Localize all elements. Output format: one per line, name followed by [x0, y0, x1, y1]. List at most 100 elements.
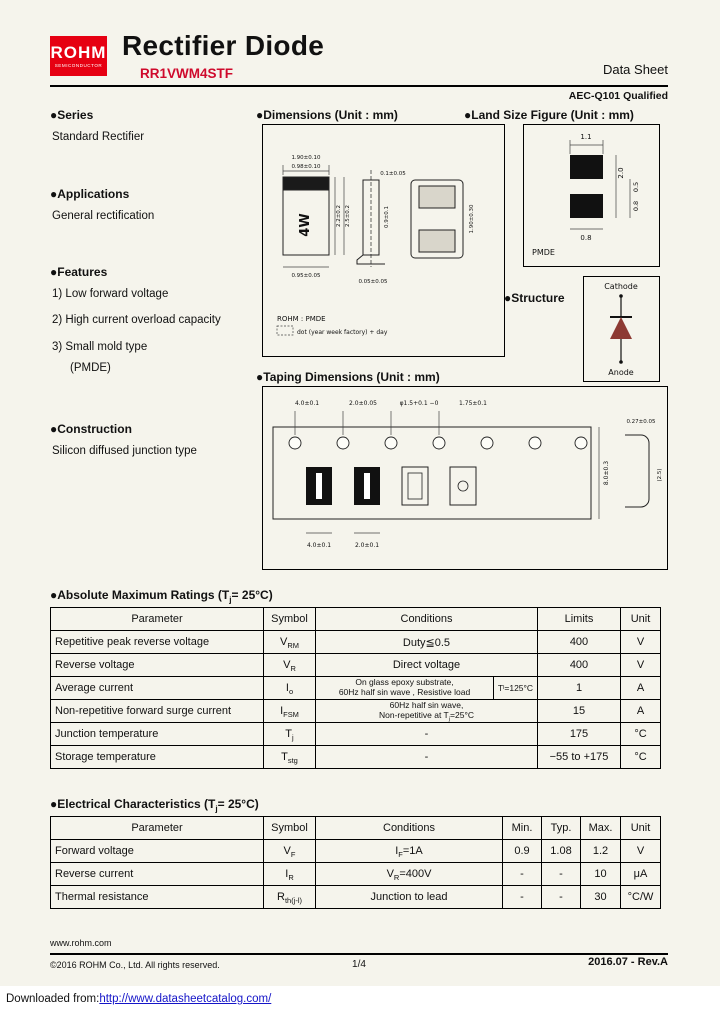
dimension-lines — [569, 140, 631, 230]
conditions-cell: On glass epoxy substrate,60Hz half sin w… — [315, 676, 538, 700]
param-cell: Junction temperature — [50, 722, 264, 746]
component-cavities — [306, 466, 477, 506]
dim-label: φ1.5+0.1 −0 — [400, 400, 439, 407]
dim-label: 4.0±0.1 — [307, 542, 331, 549]
rohm-logo: ROHM SEMICONDUCTOR — [50, 36, 107, 76]
dim-label: 2.0±0.05 — [349, 400, 377, 407]
max-cell: 1.2 — [580, 839, 621, 863]
conditions-cell: - — [315, 722, 538, 746]
unit-cell: °C — [620, 722, 661, 746]
dim-label: (2.5) — [657, 468, 663, 481]
column-header: Parameter — [50, 607, 264, 631]
symbol-cell: Tj — [263, 722, 316, 746]
dim-label: 0.05±0.05 — [358, 279, 388, 285]
land-size-heading: ●Land Size Figure (Unit : mm) — [464, 108, 634, 122]
conditions-cell: Direct voltage — [315, 653, 538, 677]
min-cell: - — [502, 862, 542, 886]
taping-figure-box: 4.0±0.1 2.0±0.05 φ1.5+0.1 −0 1.75±0.1 8.… — [262, 386, 668, 570]
column-header: Unit — [620, 816, 661, 840]
package-name-label: PMDE — [532, 248, 555, 257]
datasheetcatalog-link[interactable]: http://www.datasheetcatalog.com/ — [99, 993, 272, 1005]
side-view — [356, 170, 385, 267]
param-cell: Reverse current — [50, 862, 264, 886]
limit-cell: 400 — [537, 630, 621, 654]
dim-label: 8.0±0.3 — [603, 461, 610, 485]
dim-label: 2.0 — [617, 167, 625, 178]
dimension-lines — [282, 165, 345, 268]
symbol-cell: Io — [263, 676, 316, 700]
feature-item: (PMDE) — [70, 362, 111, 374]
dim-label: 1.90±0.30 — [469, 204, 475, 234]
part-number: RR1VWM4STF — [140, 66, 234, 81]
column-header: Min. — [502, 816, 542, 840]
unit-cell: μA — [620, 862, 661, 886]
unit-cell: V — [620, 839, 661, 863]
column-header: Max. — [580, 816, 621, 840]
sprocket-holes — [288, 436, 588, 450]
structure-heading: ●Structure — [504, 291, 565, 305]
rohm-logo-text: ROHM — [50, 43, 107, 62]
symbol-cell: VR — [263, 653, 316, 677]
conditions-cell: 60Hz half sin wave,Non-repetitive at Tj=… — [315, 699, 538, 723]
revision-text: 2016.07 - Rev.A — [588, 956, 668, 968]
conditions-cell: Duty≦0.5 — [315, 630, 538, 654]
conditions-cell: Junction to lead — [315, 885, 503, 909]
dim-label: 1.1 — [580, 133, 591, 141]
feature-item: 1) Low forward voltage — [52, 288, 169, 300]
dim-label: 1.90±0.10 — [291, 155, 321, 161]
land-pattern-drawing: 1.1 2.0 0.5 0.8 0.8 PMDE — [532, 133, 640, 257]
anode-label: Anode — [608, 368, 634, 377]
column-header: Symbol — [263, 816, 316, 840]
abs-max-heading: ●Absolute Maximum Ratings (Tj= 25°C) — [50, 588, 273, 605]
max-cell: 10 — [580, 862, 621, 886]
features-heading: ●Features — [50, 265, 108, 279]
unit-cell: °C/W — [620, 885, 661, 909]
construction-text: Silicon diffused junction type — [52, 445, 197, 457]
marking-note-detail: dot (year week factory) + day — [297, 329, 388, 336]
rohm-url: www.rohm.com — [50, 938, 112, 948]
unit-cell: A — [620, 676, 661, 700]
column-header: Parameter — [50, 816, 264, 840]
rohm-logo-subtext: SEMICONDUCTOR — [54, 63, 103, 68]
param-cell: Forward voltage — [50, 839, 264, 863]
dim-label: 2.5±0.2 — [345, 205, 351, 227]
tape-section-profile — [625, 434, 650, 508]
front-view — [282, 176, 330, 256]
diode-symbol-drawing: Cathode Anode — [604, 282, 638, 377]
min-cell: - — [502, 885, 542, 909]
typ-cell: 1.08 — [541, 839, 581, 863]
dim-label: 2.0±0.1 — [355, 542, 379, 549]
symbol-cell: Rth(j-l) — [263, 885, 316, 909]
symbol-cell: IFSM — [263, 699, 316, 723]
conditions-cell: IF=1A — [315, 839, 503, 863]
land-pad-top — [570, 155, 603, 179]
diode-triangle — [610, 317, 632, 339]
anode-terminal-dot — [619, 360, 623, 364]
dim-label: 0.8 — [632, 201, 640, 211]
marking-text: 4W — [298, 213, 313, 236]
copyright-text: ©2016 ROHM Co., Ltd. All rights reserved… — [50, 960, 220, 970]
dim-label: 2.2±0.2 — [336, 205, 342, 227]
applications-heading: ●Applications — [50, 187, 130, 201]
column-header: Conditions — [315, 607, 538, 631]
symbol-cell: VF — [263, 839, 316, 863]
downloaded-from-bar: Downloaded from: http://www.datasheetcat… — [0, 986, 720, 1012]
min-cell: 0.9 — [502, 839, 542, 863]
limit-cell: 15 — [537, 699, 621, 723]
unit-cell: V — [620, 653, 661, 677]
applications-text: General rectification — [52, 210, 155, 222]
dim-label: 0.27±0.05 — [626, 419, 656, 425]
param-cell: Thermal resistance — [50, 885, 264, 909]
downloaded-from-label: Downloaded from: — [6, 993, 100, 1005]
